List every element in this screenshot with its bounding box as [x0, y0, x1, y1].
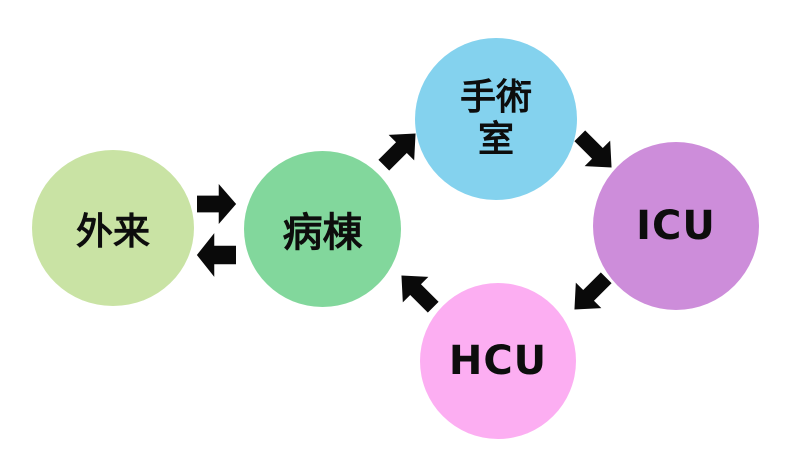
node-operating-room: 手術 室	[415, 38, 577, 200]
node-operating-room-label: 手術 室	[460, 77, 532, 162]
node-icu: ICU	[593, 142, 759, 310]
node-outpatient: 外来	[32, 150, 194, 306]
node-outpatient-label: 外来	[76, 210, 150, 253]
arrow-icu-to-hcu-icon	[560, 264, 619, 323]
arrow-ward-to-operating-room-icon	[370, 119, 429, 178]
node-icu-label: ICU	[636, 203, 716, 249]
arrow-outpatient-to-ward-icon	[197, 183, 237, 225]
arrow-ward-to-outpatient-icon	[196, 232, 236, 278]
arrow-operating-room-to-icu-icon	[566, 122, 625, 181]
node-operating-room-label-line2: 室	[477, 119, 514, 160]
node-ward: 病棟	[244, 151, 401, 307]
arrow-hcu-to-ward-icon	[387, 261, 446, 320]
node-operating-room-label-line1: 手術	[459, 76, 532, 118]
node-hcu: HCU	[420, 283, 576, 439]
node-ward-label: 病棟	[282, 210, 363, 256]
node-hcu-label: HCU	[448, 338, 548, 384]
